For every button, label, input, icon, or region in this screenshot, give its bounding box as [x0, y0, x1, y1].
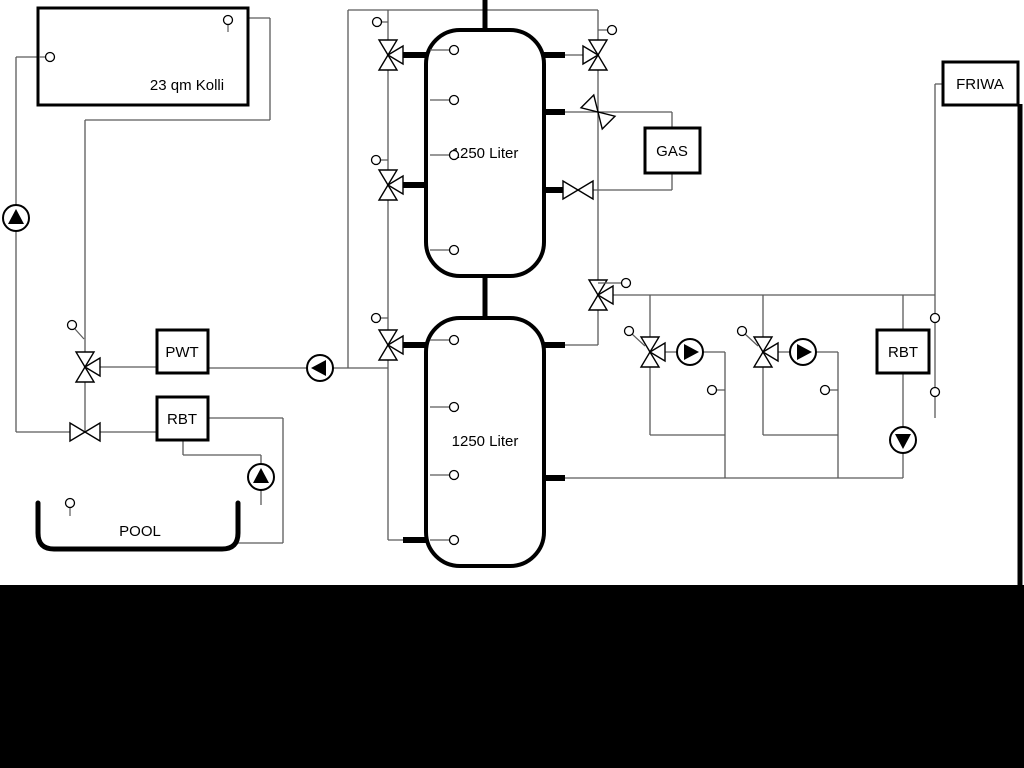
sensor-icon [929, 312, 941, 324]
valve-gas-return [562, 179, 594, 201]
buffer-tank-lower: 1250 Liter [424, 316, 546, 568]
tank-stubs [403, 52, 565, 543]
pump-pwt [306, 354, 334, 382]
pump-arrow-icon [8, 209, 24, 224]
sensor-icon [819, 384, 831, 396]
sensor-icon [448, 94, 460, 106]
three-way-valve-tank1-top-left [377, 39, 404, 71]
pump-arrow-icon [797, 344, 812, 360]
friwa-label: FRIWA [956, 76, 1004, 93]
pump-pool [247, 463, 275, 491]
pipe [598, 294, 935, 478]
sensor-icon [66, 319, 78, 331]
sensor-icon [370, 312, 382, 324]
sensor-icon [448, 469, 460, 481]
pump-solar [2, 204, 30, 232]
pipes-thick [403, 0, 1023, 590]
pump-arrow-icon [311, 360, 326, 376]
sensor-icon [448, 44, 460, 56]
sensor-icon [448, 334, 460, 346]
mixing-valve-circuit-1 [639, 336, 666, 368]
sensor-icon [222, 14, 234, 26]
pump-circuit-1 [676, 338, 704, 366]
sensors [39, 14, 941, 546]
three-way-valve-heating-supply [587, 279, 614, 311]
pwt-heat-exchanger: PWT [155, 328, 210, 375]
solar-collector-label: 23 qm Kolli [150, 77, 224, 94]
solar-collector: 23 qm Kolli [36, 6, 250, 107]
sensor-icon [64, 497, 76, 509]
rbt-right-label: RBT [888, 344, 918, 361]
valve-rbt-left [69, 421, 101, 443]
sensor-icon [620, 277, 632, 289]
buffer-tank-upper: 1250 Liter [424, 28, 546, 278]
three-way-valve-tank1-mid-left [377, 169, 404, 201]
pwt-label: PWT [165, 344, 198, 361]
sensor-icon [623, 325, 635, 337]
buffer-tank-upper-label: 1250 Liter [452, 145, 519, 162]
rbt-left-box [155, 395, 210, 442]
sensor-icon [448, 534, 460, 546]
sensor-icon [448, 149, 460, 161]
pump-arrow-icon [684, 344, 699, 360]
rbt-left-heat-exchanger: RBT [155, 395, 210, 442]
mixing-valve-circuit-2 [752, 336, 779, 368]
rbt-right-box [875, 328, 931, 375]
friwa-box [941, 60, 1020, 107]
sensor-icon [706, 384, 718, 396]
pool-basin: POOL [35, 500, 241, 552]
sensor-icon [736, 325, 748, 337]
sensor-icon [448, 244, 460, 256]
valve-gas-flow [579, 93, 617, 131]
sensor-icon [370, 154, 382, 166]
buffer-tank-upper-body [424, 28, 546, 278]
buffer-tank-lower-label: 1250 Liter [452, 433, 519, 450]
three-way-valve-tank2-top-left [377, 329, 404, 361]
gas-label: GAS [656, 143, 688, 160]
pump-rbt-right [889, 426, 917, 454]
pwt-box [155, 328, 210, 375]
sensor-stems [39, 21, 838, 541]
pump-arrow-icon [253, 468, 269, 483]
pump-circuit-2 [789, 338, 817, 366]
letterbox-bottom [0, 585, 1024, 768]
pipe [182, 417, 284, 544]
pipe [563, 83, 943, 479]
sensor-icon [44, 51, 56, 63]
sensor-icon [371, 16, 383, 28]
solar-collector-box [36, 6, 250, 107]
pump-arrow-icon [895, 434, 911, 449]
sensor-icon [606, 24, 618, 36]
rbt-right-heat-exchanger: RBT [875, 328, 931, 375]
three-way-valve-solar-pwt [74, 351, 101, 383]
pool-label: POOL [119, 523, 161, 540]
buffer-tank-lower-body [424, 316, 546, 568]
sensor-icon [929, 386, 941, 398]
pool-outline [35, 500, 241, 552]
sensor-icon [448, 401, 460, 413]
gas-boiler: GAS [643, 126, 702, 175]
rbt-left-label: RBT [167, 411, 197, 428]
gas-box [643, 126, 702, 175]
pipe [563, 10, 673, 346]
friwa-station: FRIWA [941, 60, 1020, 107]
three-way-valve-tank1-top-right [582, 39, 609, 71]
